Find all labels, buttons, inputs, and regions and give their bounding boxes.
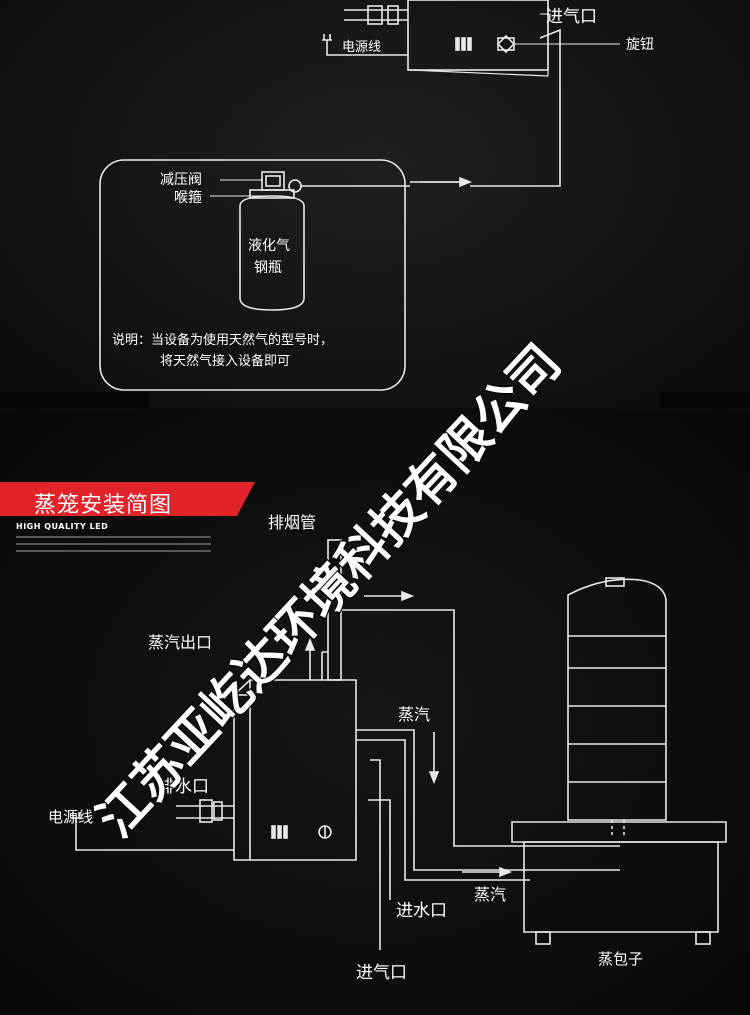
fine-print-line <box>16 550 211 552</box>
banner-title: 蒸笼安装简图 <box>34 493 173 518</box>
lpg-frame <box>99 159 406 391</box>
flow-arrow-icon <box>499 866 513 878</box>
watermark-text: 江苏亚屹达环境科技有限公司 <box>86 333 572 848</box>
plug-icon <box>71 812 81 819</box>
steam-vertical-label: 蒸汽 <box>398 705 430 724</box>
vent-slot-icon <box>271 825 276 839</box>
hose-clamp-label: 喉箍 <box>174 189 202 206</box>
bottom-power-cord-label: 电源线 <box>48 808 93 826</box>
drain-valve-icon <box>199 799 213 823</box>
power-cord-line-bottom <box>75 818 234 851</box>
fine-print-line <box>16 543 211 545</box>
steamer-base <box>523 841 719 933</box>
panel-divider-right <box>660 392 750 408</box>
vent-slot-icon <box>467 37 472 51</box>
banner-subtitle: HIGH QUALITY LED <box>16 522 109 531</box>
vent-slot-icon <box>461 37 466 51</box>
top-gas-inlet-label: 进气口 <box>546 7 597 27</box>
vent-slot-icon <box>277 825 282 839</box>
knob-label: 旋钮 <box>626 37 654 53</box>
lpg-tank <box>239 195 305 311</box>
panel-divider-left <box>0 392 150 408</box>
drain-label: 排水口 <box>158 777 209 797</box>
top-power-cord-label: 电源线 <box>342 40 381 55</box>
flow-arrow-icon <box>401 590 415 602</box>
note-line-2: 将天然气接入设备即可 <box>160 353 290 369</box>
lpg-tank-label-2: 钢瓶 <box>254 260 282 276</box>
steamer-base-top <box>511 821 727 843</box>
banner-ribbon <box>0 482 255 516</box>
steamer-stack <box>567 578 667 821</box>
water-inlet-label: 进水口 <box>396 901 447 921</box>
top-appliance-box <box>407 0 549 71</box>
fine-print-line <box>16 536 211 538</box>
valve-icon <box>367 5 383 25</box>
vent-slot-icon <box>283 825 288 839</box>
lpg-tank-label-1: 液化气 <box>248 238 290 254</box>
flow-arrow-icon <box>459 176 473 188</box>
plug-icon <box>322 34 332 41</box>
steam-outlet-label: 蒸汽出口 <box>148 633 212 652</box>
chimney-label: 排烟管 <box>268 513 316 532</box>
top-panel <box>0 0 750 408</box>
steam-outlet-arrow-icon <box>304 637 316 651</box>
knob-icon <box>497 37 515 51</box>
note-line-1: 说明：当设备为使用天然气的型号时， <box>112 332 333 348</box>
boiler-box <box>233 679 357 861</box>
power-cord-line <box>326 40 408 56</box>
vent-slot-icon <box>455 37 460 51</box>
steamer-label: 蒸包子 <box>598 950 643 968</box>
bottom-gas-inlet-label: 进气口 <box>356 963 407 983</box>
steam-horizontal-label: 蒸汽 <box>474 885 506 904</box>
pressure-valve-label: 减压阀 <box>160 172 202 188</box>
steam-down-arrow-icon <box>428 771 440 785</box>
